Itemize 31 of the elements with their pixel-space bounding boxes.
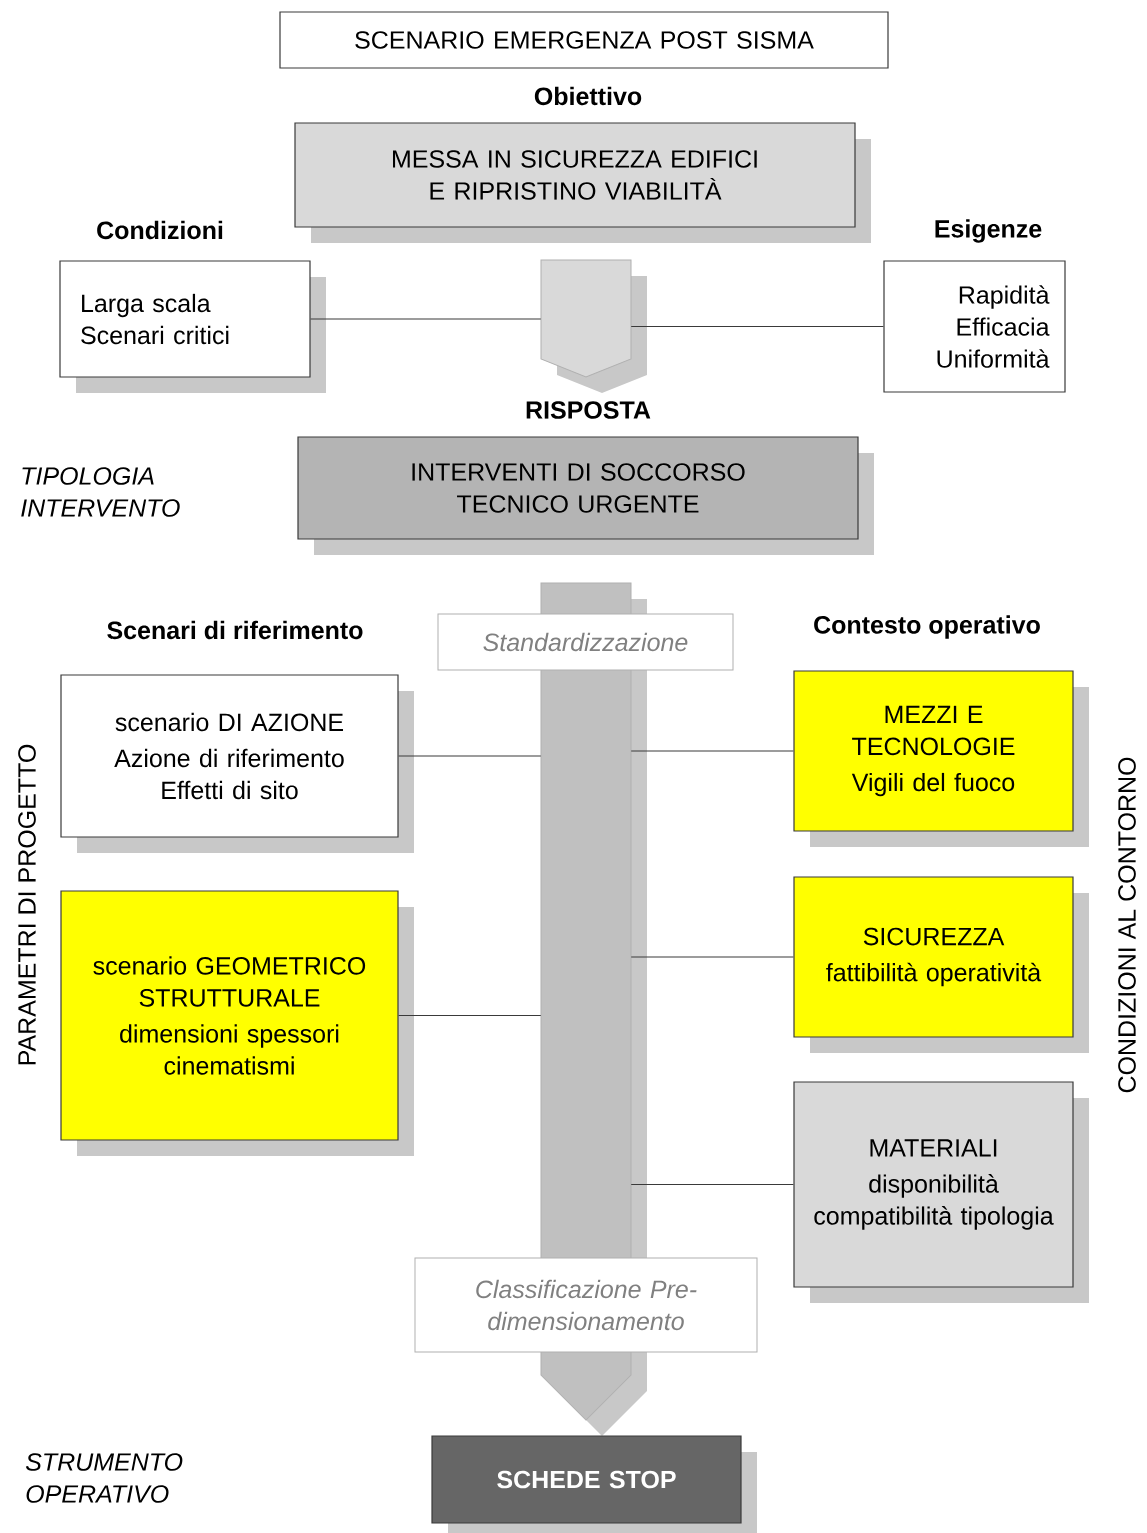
conditions-box: Larga scala Scenari critici (59, 260, 326, 393)
arrow-shape (540, 259, 647, 393)
connector-line (630, 1184, 794, 1185)
side-label: CONDIZIONI AL CONTORNO (1118, 757, 1136, 1093)
response-box: INTERVENTI DI SOCCORSO TECNICO URGENTE (297, 436, 874, 555)
needs-box: Rapidità Efficacia Uniformità (883, 260, 1066, 393)
context-box: MEZZI E TECNOLOGIE Vigili del fuoco (793, 670, 1089, 847)
connector-line (630, 750, 794, 752)
section-heading: Scenari di riferimento (107, 620, 363, 640)
side-label: PARAMETRI DI PROGETTO (18, 744, 36, 1065)
objective-box: MESSA IN SICUREZZA EDIFICI E RIPRISTINO VIABILITÀ (294, 122, 871, 243)
process-label-box: Classificazione Pre-dimensionamento (414, 1257, 758, 1353)
side-label: STRUMENTO OPERATIVO (25, 1453, 183, 1503)
connector-line (630, 956, 794, 958)
context-box: SICUREZZA fattibilità operatività (793, 876, 1089, 1053)
connector-line (310, 318, 542, 320)
box-heading: RISPOSTA (526, 401, 651, 419)
scenario-box: scenario DI AZIONE Azione di riferimento Effetti di sito (60, 674, 414, 853)
box-heading: Obiettivo (534, 86, 642, 106)
box-heading: Esigenze (935, 219, 1042, 243)
connector-line (398, 755, 542, 757)
connector-line (398, 1015, 542, 1016)
process-label-box: Standardizzazione (437, 613, 734, 671)
title-box: SCENARIO EMERGENZA POST SISMA (279, 11, 889, 69)
context-box: MATERIALI disponibilità compatibilità tipologia (793, 1081, 1089, 1303)
scenario-box: scenario GEOMETRICO STRUTTURALE dimensioni spessori cinematismi (60, 890, 414, 1156)
connector-line (630, 326, 884, 327)
box-heading: Condizioni (97, 220, 223, 240)
tool-box: SCHEDE STOP (431, 1435, 757, 1533)
side-label: TIPOLOGIA INTERVENTO (21, 467, 180, 517)
section-heading: Contesto operativo (814, 615, 1040, 639)
